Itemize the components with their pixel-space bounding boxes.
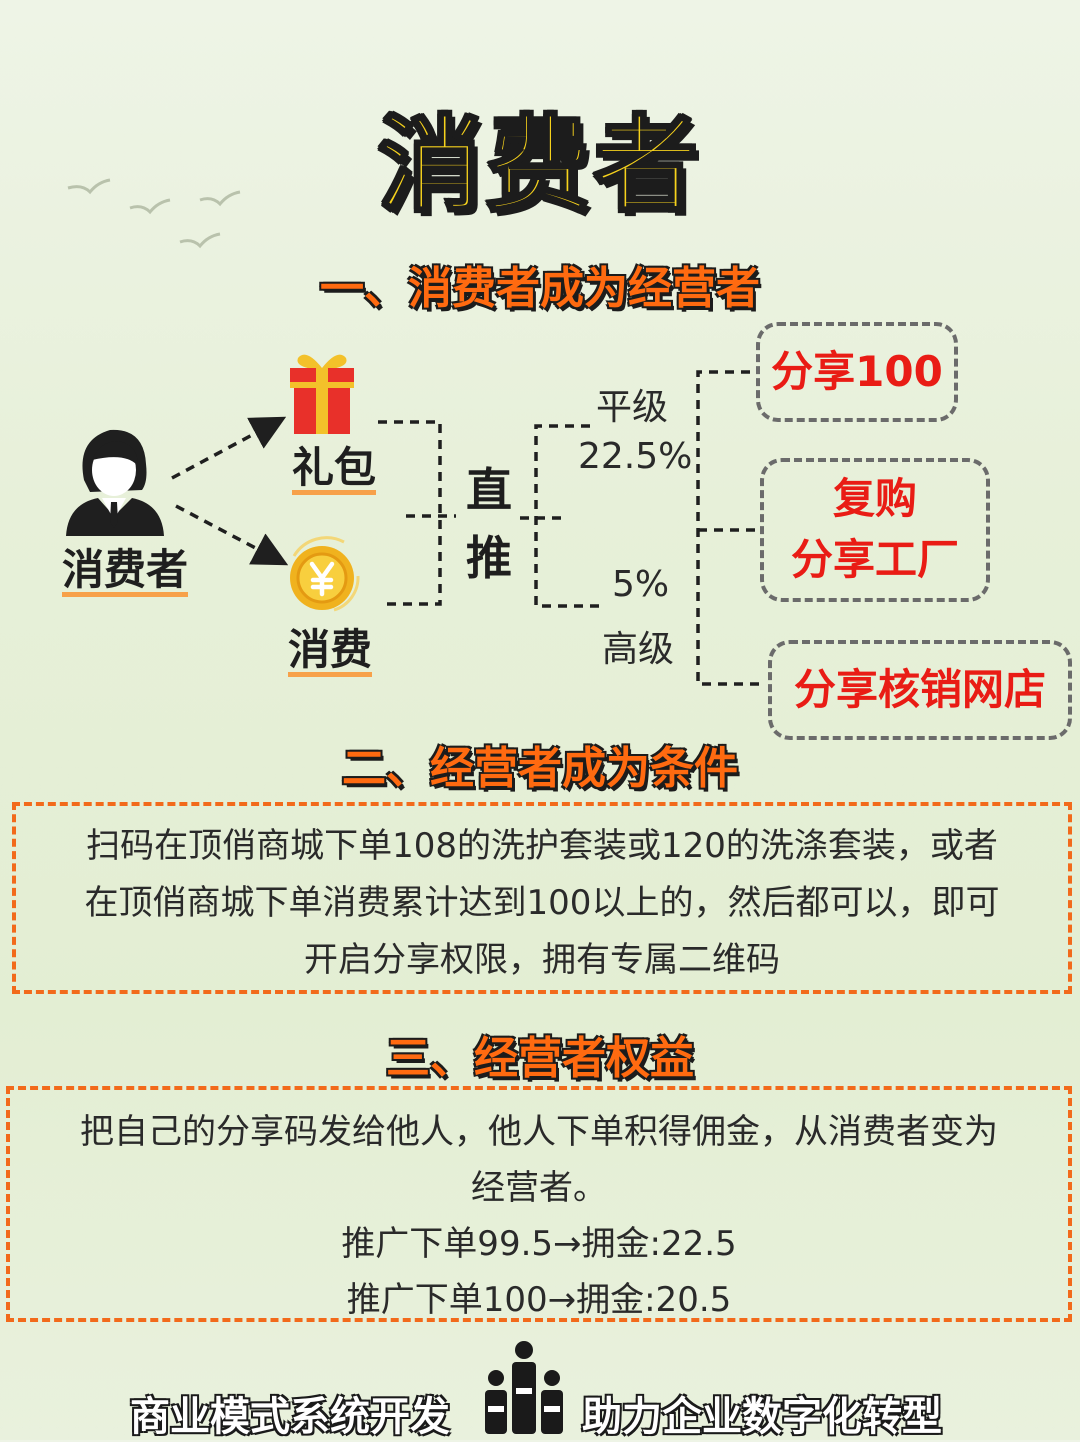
spend-label: 消费 <box>288 627 373 678</box>
benefits-line: 推广下单99.5→拥金:22.5 <box>341 1224 737 1264</box>
peer-label: 平级 <box>596 387 669 428</box>
flow-connectors <box>171 370 766 686</box>
outcome-share100-text: 分享100 <box>771 346 943 396</box>
outcome-verify-store-text: 分享核销网店 <box>793 664 1046 714</box>
footer-right-text: 助力企业数字化转型 <box>582 1394 942 1440</box>
section1-title: 一、消费者成为经营者 <box>320 263 760 314</box>
consumer-person-icon <box>66 429 164 536</box>
bird-icon <box>199 190 241 207</box>
outcome-share100: 分享100 <box>756 322 958 422</box>
benefits-box: 把自己的分享码发给他人，他人下单积得佣金，从消费者变为 经营者。 推广下单99.… <box>6 1086 1072 1322</box>
yuan-coin-icon <box>290 536 360 612</box>
consumer-label: 消费者 <box>62 547 189 598</box>
page-title: 消费者 <box>376 103 702 228</box>
direct-char: 直 <box>466 463 512 517</box>
team-people-icon <box>485 1341 563 1434</box>
push-char: 推 <box>466 531 512 585</box>
benefits-line: 把自己的分享码发给他人，他人下单积得佣金，从消费者变为 <box>80 1112 998 1152</box>
bird-icon <box>67 178 111 195</box>
conditions-line: 开启分享权限，拥有专属二维码 <box>304 940 780 980</box>
benefits-line: 经营者。 <box>471 1168 607 1208</box>
peer-rate: 22.5% <box>578 436 693 477</box>
bird-icon <box>179 232 221 249</box>
outcome-repurchase-line1: 复购 <box>832 474 917 524</box>
conditions-box: 扫码在顶俏商城下单108的洗护套装或120的洗涤套装，或者 在顶俏商城下单消费累… <box>12 802 1072 994</box>
gift-box-icon <box>290 354 354 434</box>
bird-icons <box>67 178 241 249</box>
footer-left-text: 商业模式系统开发 <box>130 1394 450 1440</box>
conditions-line: 在顶俏商城下单消费累计达到100以上的，然后都可以，即可 <box>84 883 1000 923</box>
section3-title: 三、经营者权益 <box>386 1033 694 1084</box>
outcome-verify-store: 分享核销网店 <box>768 640 1072 740</box>
section2-title: 二、经营者成为条件 <box>342 743 738 794</box>
senior-rate: 5% <box>612 564 670 605</box>
gift-label: 礼包 <box>292 445 377 496</box>
bird-icon <box>129 198 171 215</box>
conditions-line: 扫码在顶俏商城下单108的洗护套装或120的洗涤套装，或者 <box>86 826 998 866</box>
outcome-repurchase: 复购 分享工厂 <box>760 458 990 602</box>
benefits-line: 推广下单100→拥金:20.5 <box>346 1280 732 1320</box>
senior-label: 高级 <box>602 629 675 670</box>
outcome-repurchase-line2: 分享工厂 <box>790 535 959 584</box>
